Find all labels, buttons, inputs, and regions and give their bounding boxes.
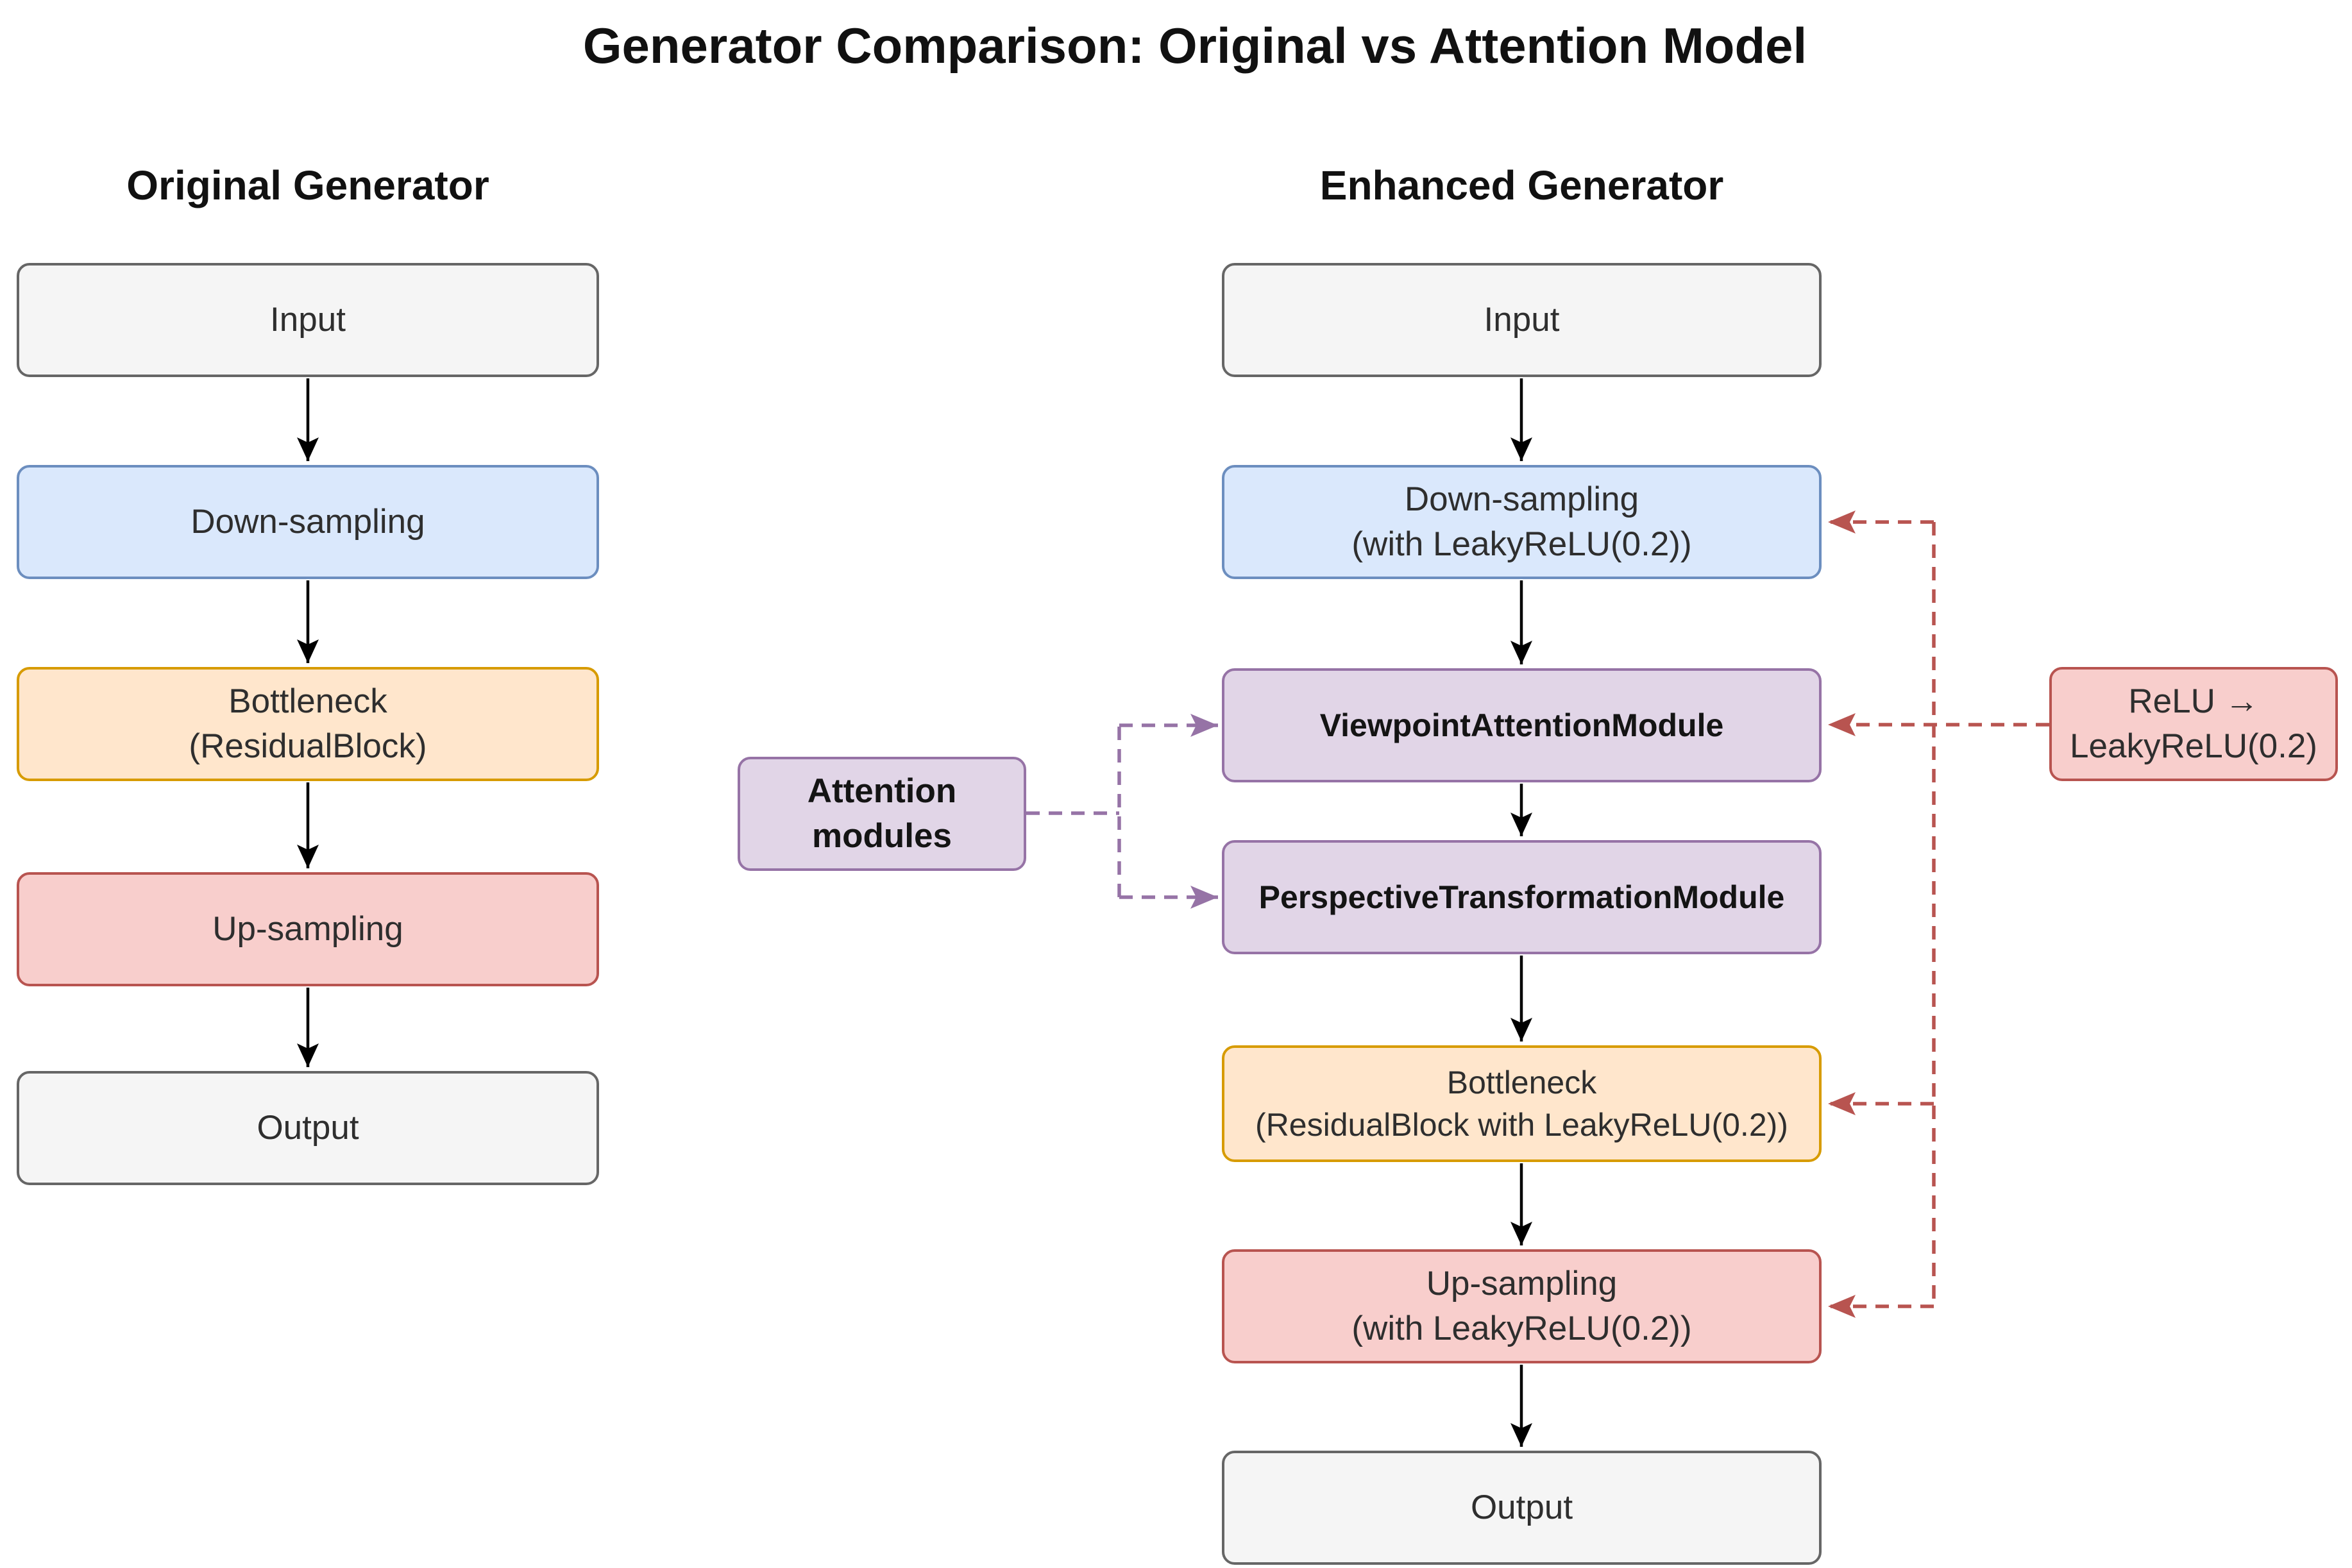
node-original-input: Input <box>17 263 599 377</box>
node-original-bottleneck: Bottleneck (ResidualBlock) <box>17 667 599 781</box>
node-original-downsampling: Down-sampling <box>17 465 599 579</box>
node-viewpoint-attention-module: ViewpointAttentionModule <box>1222 668 1822 782</box>
node-original-upsampling: Up-sampling <box>17 872 599 986</box>
attention-modules-callout: Attention modules <box>738 757 1026 871</box>
node-perspective-transformation-module: PerspectiveTransformationModule <box>1222 840 1822 954</box>
node-enhanced-bottleneck: Bottleneck (ResidualBlock with LeakyReLU… <box>1222 1045 1822 1162</box>
node-enhanced-input: Input <box>1222 263 1822 377</box>
enhanced-generator-heading: Enhanced Generator <box>1319 162 1724 208</box>
node-enhanced-upsampling: Up-sampling (with LeakyReLU(0.2)) <box>1222 1249 1822 1363</box>
diagram-title: Generator Comparison: Original vs Attent… <box>582 17 1807 74</box>
node-enhanced-output: Output <box>1222 1451 1822 1565</box>
node-original-output: Output <box>17 1071 599 1185</box>
relu-replacement-callout: ReLU → LeakyReLU(0.2) <box>2049 667 2338 781</box>
original-generator-heading: Original Generator <box>126 162 489 208</box>
node-enhanced-downsampling: Down-sampling (with LeakyReLU(0.2)) <box>1222 465 1822 579</box>
